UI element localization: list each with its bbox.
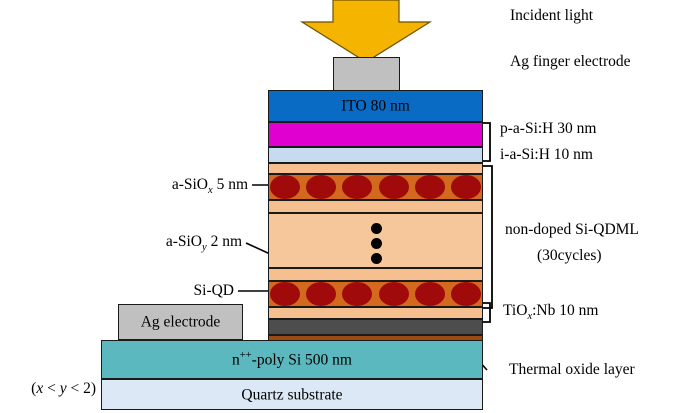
- quartz-substrate-layer: Quartz substrate: [101, 379, 483, 410]
- thermal-oxide-label: Thermal oxide layer: [509, 361, 635, 378]
- a-siox-layer-mid-upper: [268, 200, 483, 213]
- si-qd-label: Si-QD: [193, 282, 234, 299]
- i-a-si-h-layer: [268, 147, 483, 163]
- qdml-label-line2: (30cycles): [537, 247, 602, 264]
- a-siox-label-subscript: x: [208, 185, 213, 197]
- si-qd-dot-group-top: [269, 175, 482, 199]
- ag-finger-electrode-block: [333, 57, 400, 91]
- si-qd-dot: [378, 175, 409, 199]
- tiox-nb-label-tail: :Nb 10 nm: [532, 302, 599, 319]
- tiox-nb-label-prefix: TiO: [503, 302, 528, 319]
- ellipsis-dot: [371, 253, 382, 264]
- a-siox-layer-top: [268, 163, 483, 174]
- inequality-mid: <: [43, 380, 60, 397]
- ito-layer-label: ITO 80 nm: [341, 97, 410, 115]
- si-qd-dot: [270, 282, 300, 306]
- si-qd-dot-group-bottom: [269, 282, 482, 306]
- ag-finger-electrode-label: Ag finger electrode: [510, 53, 631, 70]
- bracket-tiox-nb: [482, 302, 491, 323]
- poly-si-label-superscript: ++: [239, 349, 252, 361]
- incident-light-arrow: [299, 0, 433, 63]
- tiox-nb-layer: [268, 319, 483, 335]
- ellipsis-dot: [371, 223, 382, 234]
- a-sioy-label-subscript: y: [202, 242, 207, 254]
- bracket-p-i-layers: [482, 122, 491, 162]
- a-siox-label-tail: 5 nm: [212, 176, 248, 193]
- qdml-label-line1: non-doped Si-QDML: [505, 221, 639, 238]
- stoichiometry-inequality: (x < y < 2): [0, 380, 96, 397]
- qdml-repeat-block: [268, 213, 483, 268]
- p-a-si-h-layer: [268, 122, 483, 147]
- inequality-end: < 2): [66, 380, 96, 397]
- a-siox-layer-bottom: [268, 307, 483, 319]
- si-qd-dot: [414, 175, 445, 199]
- si-qd-dot: [306, 175, 337, 199]
- i-a-si-h-label: i-a-Si:H 10 nm: [500, 146, 593, 163]
- a-sioy-label-tail: 2 nm: [206, 233, 242, 250]
- inequality-y: y: [59, 380, 67, 397]
- ellipsis-dot: [371, 238, 382, 249]
- bracket-qdml: [482, 165, 493, 309]
- quartz-substrate-label: Quartz substrate: [241, 385, 343, 403]
- si-qd-dot: [270, 175, 300, 199]
- poly-si-label-tail: -poly Si 500 nm: [251, 350, 352, 368]
- a-sioy-label-prefix: a-SiO: [165, 233, 202, 250]
- ag-electrode-label: Ag electrode: [140, 313, 221, 331]
- p-a-si-h-label: p-a-Si:H 30 nm: [500, 120, 597, 137]
- poly-si-layer: n++-poly Si 500 nm: [101, 340, 483, 379]
- tiox-nb-label-subscript: x: [527, 311, 533, 323]
- poly-si-label: n++-poly Si 500 nm: [102, 349, 482, 368]
- tiox-nb-label: TiOx:Nb 10 nm: [503, 302, 599, 323]
- si-qd-dot: [414, 282, 445, 306]
- si-qd-dot: [378, 282, 409, 306]
- a-siox-label: a-SiOx 5 nm: [0, 176, 248, 197]
- a-siox-layer-mid-lower: [268, 268, 483, 281]
- incident-light-label: Incident light: [510, 7, 594, 24]
- si-qd-dot: [450, 282, 481, 306]
- inequality-x: x: [36, 380, 44, 397]
- si-qd-dot: [450, 175, 481, 199]
- ito-layer: ITO 80 nm: [268, 90, 483, 122]
- ag-electrode-block: Ag electrode: [118, 304, 243, 340]
- si-qd-dot: [342, 282, 373, 306]
- poly-si-label-prefix: n: [232, 350, 240, 368]
- a-sioy-label: a-SiOy 2 nm: [0, 233, 242, 254]
- a-siox-label-prefix: a-SiO: [171, 176, 208, 193]
- si-qd-dot: [342, 175, 373, 199]
- si-qd-dot: [306, 282, 337, 306]
- si-qd-row-top: [268, 174, 483, 200]
- inequality-open: (: [31, 380, 37, 397]
- si-qd-row-bottom: [268, 281, 483, 307]
